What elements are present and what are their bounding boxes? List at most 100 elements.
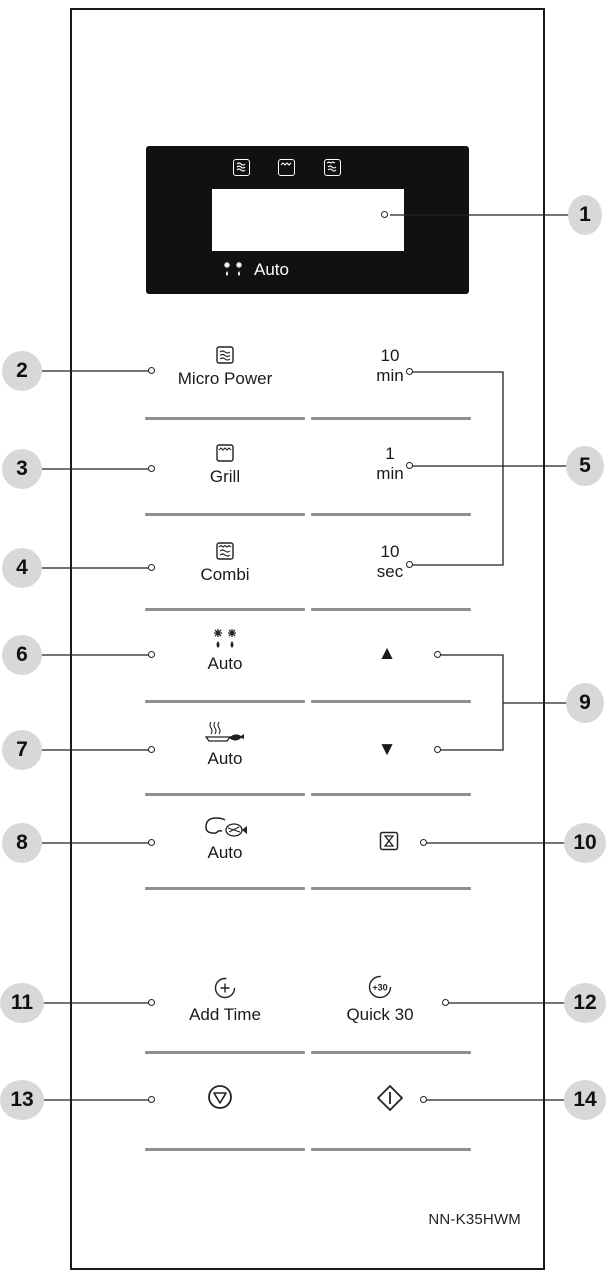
callout-dot (406, 368, 413, 375)
quick-30-icon-text: +30 (372, 983, 387, 993)
button-separator (311, 608, 471, 611)
steaming-dish-icon (204, 721, 244, 742)
button-separator (311, 700, 471, 703)
callout-dot (434, 651, 441, 658)
callout-dot (148, 746, 155, 753)
callout-number: 1 (568, 195, 602, 235)
lcd-screen (212, 189, 404, 251)
button-separator (145, 513, 305, 516)
callout-dot (148, 839, 155, 846)
add-time-label: Add Time (189, 1005, 261, 1024)
plus-circle-icon (214, 977, 236, 999)
one-min-button[interactable]: 1 min (360, 444, 420, 484)
display-auto-label: Auto (254, 260, 289, 279)
defrost-auto-label: Auto (207, 654, 243, 673)
microwave-wave-icon (216, 346, 234, 364)
button-separator (145, 1051, 305, 1054)
callout-number: 10 (564, 823, 606, 863)
callout-dot (148, 564, 155, 571)
grill-icon (216, 444, 234, 462)
combi-icon (324, 159, 341, 176)
button-separator (145, 793, 305, 796)
button-separator (145, 417, 305, 420)
callout-dot (148, 1096, 155, 1103)
model-number: NN-K35HWM (428, 1211, 521, 1228)
callout-dot (381, 211, 388, 218)
ten-min-value: 10 (380, 346, 400, 365)
callout-number: 5 (566, 446, 604, 486)
stop-cancel-icon (208, 1085, 232, 1109)
combi-button[interactable]: Combi (160, 542, 290, 585)
ten-sec-button[interactable]: 10 sec (360, 542, 420, 582)
button-separator (311, 1051, 471, 1054)
timer-button[interactable] (376, 831, 402, 856)
ten-min-unit: min (376, 366, 404, 385)
quick-30-icon: +30 (368, 975, 392, 999)
combi-icon (216, 542, 234, 560)
defrost-auto-button[interactable]: Auto (160, 627, 290, 674)
callout-number: 7 (2, 730, 42, 770)
defrost-snowflake-drop-icon (224, 262, 242, 276)
callout-dot (420, 1096, 427, 1103)
callout-number: 9 (566, 683, 604, 723)
callout-dot (406, 462, 413, 469)
start-button[interactable] (370, 1084, 410, 1117)
callout-number: 3 (2, 449, 42, 489)
button-separator (145, 1148, 305, 1151)
button-separator (311, 793, 471, 796)
micro-power-button[interactable]: Micro Power (160, 346, 290, 389)
callout-number: 11 (0, 983, 44, 1023)
microwave-wave-icon (233, 159, 250, 176)
down-arrow-icon: ▼ (377, 739, 397, 760)
callout-dot (420, 839, 427, 846)
grill-icon (278, 159, 295, 176)
reheat-auto-label: Auto (207, 749, 243, 768)
callout-dot (442, 999, 449, 1006)
up-arrow-icon: ▲ (377, 643, 397, 664)
combi-label: Combi (200, 565, 250, 584)
button-separator (311, 887, 471, 890)
up-arrow-button[interactable]: ▲ (372, 644, 402, 664)
one-min-unit: min (376, 464, 404, 483)
cook-auto-button[interactable]: Auto (160, 814, 290, 863)
button-separator (145, 700, 305, 703)
start-icon (377, 1085, 403, 1111)
quick-30-button[interactable]: +30 Quick 30 (330, 974, 430, 1025)
callout-dot (406, 561, 413, 568)
callout-dot (148, 367, 155, 374)
callout-number: 8 (2, 823, 42, 863)
ten-sec-unit: sec (376, 562, 404, 581)
stop-cancel-button[interactable] (195, 1084, 245, 1115)
grill-button[interactable]: Grill (160, 444, 290, 487)
button-separator (145, 887, 305, 890)
button-separator (311, 1148, 471, 1151)
chicken-fish-icon (205, 817, 247, 837)
cook-auto-label: Auto (207, 843, 243, 862)
micro-power-label: Micro Power (177, 369, 273, 388)
callout-number: 6 (2, 635, 42, 675)
callout-number: 13 (0, 1080, 44, 1120)
one-min-value: 1 (385, 444, 395, 463)
callout-number: 2 (2, 351, 42, 391)
add-time-button[interactable]: Add Time (150, 976, 300, 1025)
ten-min-button[interactable]: 10 min (360, 346, 420, 386)
callout-dot (148, 999, 155, 1006)
button-separator (311, 417, 471, 420)
callout-number: 12 (564, 983, 606, 1023)
callout-number: 4 (2, 548, 42, 588)
reheat-auto-button[interactable]: Auto (160, 720, 290, 769)
grill-label: Grill (209, 467, 241, 486)
quick-30-label: Quick 30 (346, 1005, 414, 1024)
hourglass-timer-icon (379, 831, 399, 851)
display-auto-indicator: Auto (224, 260, 289, 280)
button-separator (311, 513, 471, 516)
down-arrow-button[interactable]: ▼ (372, 740, 402, 760)
callout-dot (148, 465, 155, 472)
button-separator (145, 608, 305, 611)
callout-dot (434, 746, 441, 753)
ten-sec-value: 10 (380, 542, 400, 561)
callout-number: 14 (564, 1080, 606, 1120)
display-window: Auto (146, 146, 469, 294)
callout-dot (148, 651, 155, 658)
